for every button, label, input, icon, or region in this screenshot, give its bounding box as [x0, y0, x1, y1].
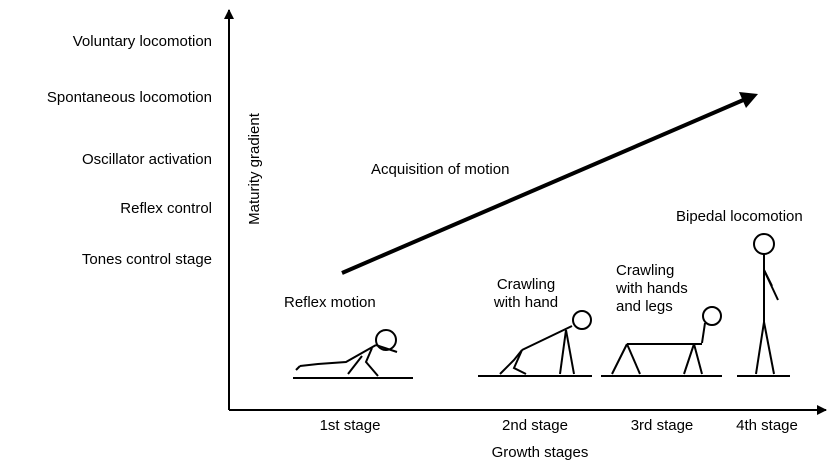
y-level-voluntary-locomotion: Voluntary locomotion [72, 33, 212, 50]
label-crawling-with-hand-line-2: with hand [493, 294, 559, 311]
label-reflex-motion: Reflex motion [284, 294, 376, 311]
label-bipedal-locomotion: Bipedal locomotion [676, 208, 803, 225]
x-stage-4: 4th stage [736, 417, 798, 434]
figure-crawling-hands-legs [601, 306, 722, 377]
y-level-oscillator-activation: Oscillator activation [81, 151, 212, 168]
x-axis-title: Growth stages [491, 444, 589, 461]
label-crawling-with-hand: Crawling with hand [476, 276, 576, 312]
acquisition-arrow [341, 96, 749, 275]
y-level-spontaneous-locomotion: Spontaneous locomotion [46, 89, 212, 106]
x-stage-1: 1st stage [319, 417, 381, 434]
label-crawling-hands-legs-line-3: and legs [616, 298, 673, 315]
y-level-tones-control-stage: Tones control stage [81, 251, 212, 268]
label-crawling-hands-legs-line-1: Crawling [616, 262, 675, 279]
label-crawling-hands-legs: Crawling with hands and legs [616, 262, 688, 316]
x-stage-3: 3rd stage [630, 417, 694, 434]
figure-crawling-with-hand [478, 310, 592, 377]
acquisition-arrowhead [739, 92, 758, 108]
x-stage-2: 2nd stage [502, 417, 568, 434]
y-level-reflex-control: Reflex control [120, 200, 212, 217]
label-crawling-with-hand-line-1: Crawling [496, 276, 556, 293]
arrow-label: Acquisition of motion [371, 161, 510, 178]
figure-bipedal [737, 233, 790, 377]
figure-reflex-motion [293, 329, 413, 379]
label-crawling-hands-legs-line-2: with hands [616, 280, 688, 297]
y-axis-title: Maturity gradient [246, 113, 263, 225]
